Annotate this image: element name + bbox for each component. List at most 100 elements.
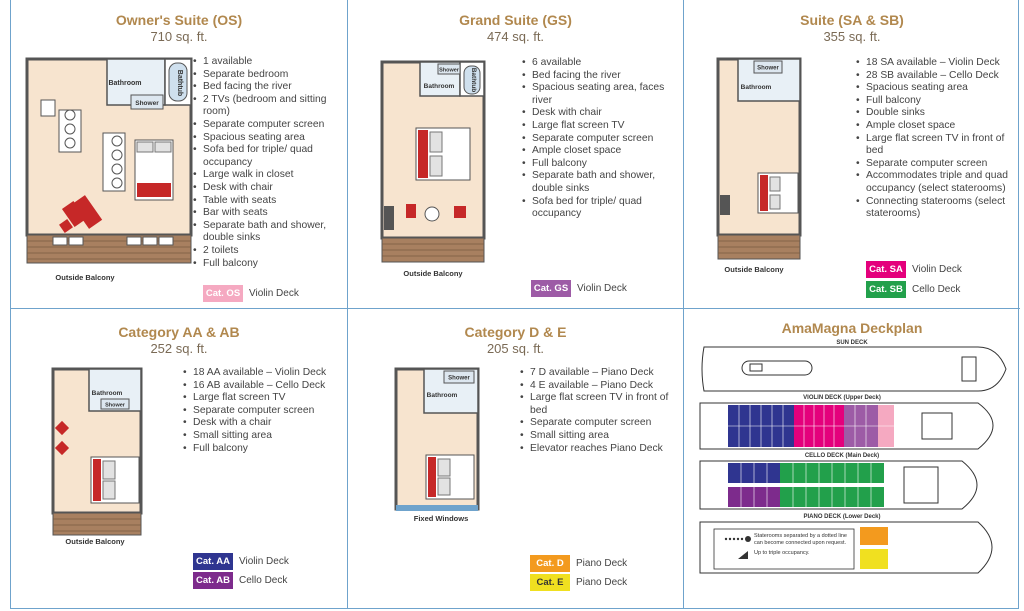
feature-item: 7 D available – Piano Deck: [518, 367, 678, 380]
feature-item: Desk with chair: [520, 107, 670, 120]
feature-item: 6 available: [520, 57, 670, 70]
floorplan-category-d: Shower Bathroom: [392, 365, 482, 515]
category-badge: Cat. SA Violin Deck: [866, 261, 962, 278]
bathroom-label: Bathroom: [741, 84, 772, 91]
feature-item: Small sitting area: [181, 430, 341, 443]
category-badge: Cat. AB Cello Deck: [193, 572, 287, 589]
feature-item: Small sitting area: [518, 430, 678, 443]
category-code: Cat. OS: [203, 285, 243, 302]
feature-item: Sofa bed for triple/ quad occupancy: [520, 196, 670, 221]
bathtub-label: Bathtub: [470, 68, 477, 93]
category-deck: Violin Deck: [239, 556, 289, 567]
category-code: Cat. AB: [193, 572, 233, 589]
category-badge: Cat. D Piano Deck: [530, 555, 627, 572]
panel-title: Category AA & AB: [118, 324, 240, 340]
balcony-caption: Outside Balcony: [403, 269, 463, 278]
piano-deck-label: PIANO DECK (Lower Deck): [803, 514, 880, 520]
category-deck: Violin Deck: [249, 288, 299, 299]
panel-sqft: 205 sq. ft.: [486, 341, 545, 356]
feature-item: Full balcony: [520, 158, 670, 171]
feature-item: Sofa bed for triple/ quad occupancy: [191, 144, 341, 169]
feature-item: Separate bath and shower, double sinks: [191, 220, 341, 245]
panel-title: Category D & E: [464, 324, 567, 340]
feature-item: Separate computer screen: [520, 133, 670, 146]
category-deck: Cello Deck: [239, 575, 288, 586]
panel-title: Grand Suite (GS): [459, 12, 572, 28]
feature-item: Full balcony: [191, 258, 341, 271]
category-code: Cat. AA: [193, 553, 233, 570]
panel-grand-suite: Grand Suite (GS) 474 sq. ft. Bathtub Sho…: [348, 0, 684, 309]
category-deck: Violin Deck: [577, 283, 627, 294]
bathroom-label: Bathroom: [427, 392, 458, 399]
panel-sqft: 474 sq. ft.: [486, 29, 545, 44]
balcony-caption: Outside Balcony: [65, 537, 125, 546]
feature-item: Separate bedroom: [191, 69, 341, 82]
feature-item: Large flat screen TV in front of bed: [518, 392, 678, 417]
feature-item: 1 available: [191, 56, 341, 69]
feature-list: 18 SA available – Violin Deck28 SB avail…: [854, 57, 1014, 221]
feature-item: 28 SB available – Cello Deck: [854, 70, 1014, 83]
bathroom-label: Bathroom: [424, 83, 455, 90]
bathroom-label: Bathroom: [108, 80, 141, 87]
category-deck: Violin Deck: [912, 264, 962, 275]
feature-item: Connecting staterooms (select staterooms…: [854, 196, 1014, 221]
shower-label: Shower: [135, 100, 159, 107]
panel-suite-sa-sb: Suite (SA & SB) 355 sq. ft. Shower Bathr…: [684, 0, 1020, 309]
feature-item: Large walk in closet: [191, 169, 341, 182]
feature-item: Large flat screen TV: [520, 120, 670, 133]
shower-label: Shower: [439, 68, 460, 74]
floorplan-grand-suite: Bathtub Shower Bathroom: [378, 58, 488, 264]
feature-item: Bed facing the river: [191, 81, 341, 94]
feature-item: 18 AA available – Violin Deck: [181, 367, 341, 380]
shower-label: Shower: [757, 66, 779, 72]
feature-item: Spacious seating area: [854, 82, 1014, 95]
feature-item: Bed facing the river: [520, 70, 670, 83]
category-deck: Piano Deck: [576, 577, 628, 588]
floorplan-suite: Shower Bathroom: [714, 55, 804, 261]
violin-deck-label: VIOLIN DECK (Upper Deck): [803, 395, 881, 401]
feature-item: Spacious seating area: [191, 132, 341, 145]
balcony-caption: Outside Balcony: [55, 273, 115, 282]
panel-title: Suite (SA & SB): [800, 12, 904, 28]
panel-sqft: 252 sq. ft.: [150, 341, 208, 356]
category-code: Cat. GS: [531, 280, 571, 297]
category-badge: Cat. OS Violin Deck: [203, 285, 299, 302]
feature-item: Separate bath and shower, double sinks: [520, 170, 670, 195]
panel-category-aa-ab: Category AA & AB 252 sq. ft. Bathroom Sh…: [11, 309, 348, 609]
feature-item: Desk with chair: [191, 182, 341, 195]
shower-label: Shower: [105, 403, 126, 409]
panel-title: AmaMagna Deckplan: [781, 320, 923, 336]
category-badge: Cat. GS Violin Deck: [531, 280, 627, 297]
feature-item: 2 TVs (bedroom and sitting room): [191, 94, 341, 119]
feature-item: Bar with seats: [191, 207, 341, 220]
bathroom-label: Bathroom: [92, 390, 123, 397]
feature-item: Full balcony: [181, 443, 341, 456]
bathtub-label: Bathtub: [176, 70, 183, 96]
category-code: Cat. E: [530, 574, 570, 591]
deckplan-diagram: SUN DECK VIOLIN DECK (Upper Deck): [692, 337, 1013, 603]
cello-deck-label: CELLO DECK (Main Deck): [805, 453, 879, 459]
feature-item: 2 toilets: [191, 245, 341, 258]
floorplan-category-aa: Bathroom Shower: [49, 365, 145, 537]
feature-item: Full balcony: [854, 95, 1014, 108]
category-deck: Piano Deck: [576, 558, 628, 569]
feature-item: 4 E available – Piano Deck: [518, 380, 678, 393]
feature-list: 6 availableBed facing the riverSpacious …: [520, 57, 670, 221]
feature-item: Accommodates triple and quad occupancy (…: [854, 170, 1014, 195]
feature-item: Separate computer screen: [518, 417, 678, 430]
feature-item: Large flat screen TV in front of bed: [854, 133, 1014, 158]
feature-item: Separate computer screen: [854, 158, 1014, 171]
feature-item: Desk with a chair: [181, 417, 341, 430]
shower-label: Shower: [448, 376, 470, 382]
feature-list: 18 AA available – Violin Deck16 AB avail…: [181, 367, 341, 455]
feature-item: Spacious seating area, faces river: [520, 82, 670, 107]
balcony-caption: Outside Balcony: [724, 265, 784, 274]
category-code: Cat. SB: [866, 281, 906, 298]
feature-item: 18 SA available – Violin Deck: [854, 57, 1014, 70]
category-deck: Cello Deck: [912, 284, 961, 295]
panel-sqft: 355 sq. ft.: [823, 29, 881, 44]
feature-item: 16 AB available – Cello Deck: [181, 380, 341, 393]
windows-caption: Fixed Windows: [413, 514, 469, 523]
category-badge: Cat. SB Cello Deck: [866, 281, 960, 298]
feature-list: 7 D available – Piano Deck4 E available …: [518, 367, 678, 455]
